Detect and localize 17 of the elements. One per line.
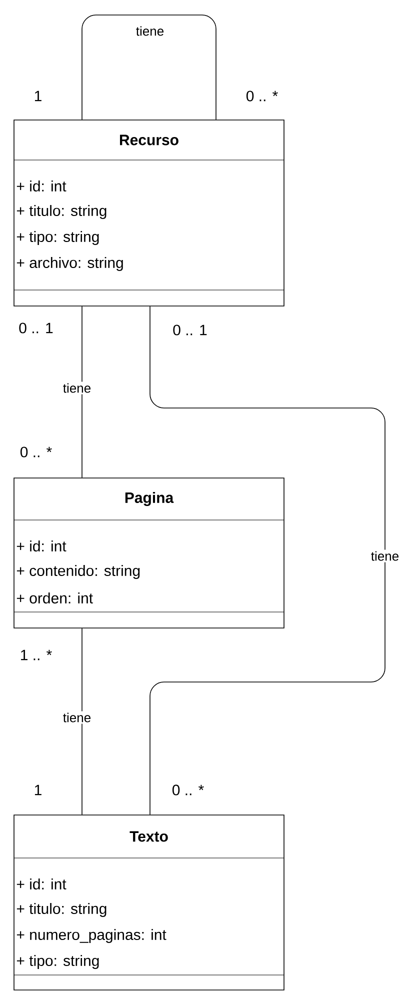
multiplicity-label: 0 .. *	[246, 90, 278, 102]
multiplicity-label: 0 .. 1	[173, 324, 207, 336]
edge-label: tiene	[61, 711, 93, 724]
edge-label: tiene	[134, 24, 166, 38]
multiplicity-label: 1 .. *	[21, 650, 52, 660]
association-line	[82, 14, 216, 120]
class-box: Texto + id: int + titulo: string + numero_paginas: int + tipo: string	[14, 814, 284, 990]
multiplicity-label: 0 .. 1	[19, 322, 53, 334]
class-box: Pagina + id: int + contenido: string + orden: int	[14, 478, 284, 628]
multiplicity-label: 0 .. *	[172, 784, 204, 796]
multiplicity-label: 1	[34, 784, 42, 796]
class-box: Recurso + id: int + titulo: string + tipo: string + archivo: string	[14, 120, 284, 306]
multiplicity-label: 1	[34, 90, 42, 102]
edge-label: tiene	[61, 382, 93, 394]
edge-label: tiene	[369, 550, 401, 562]
association-line	[150, 306, 386, 815]
multiplicity-label: 0 .. *	[20, 446, 52, 458]
